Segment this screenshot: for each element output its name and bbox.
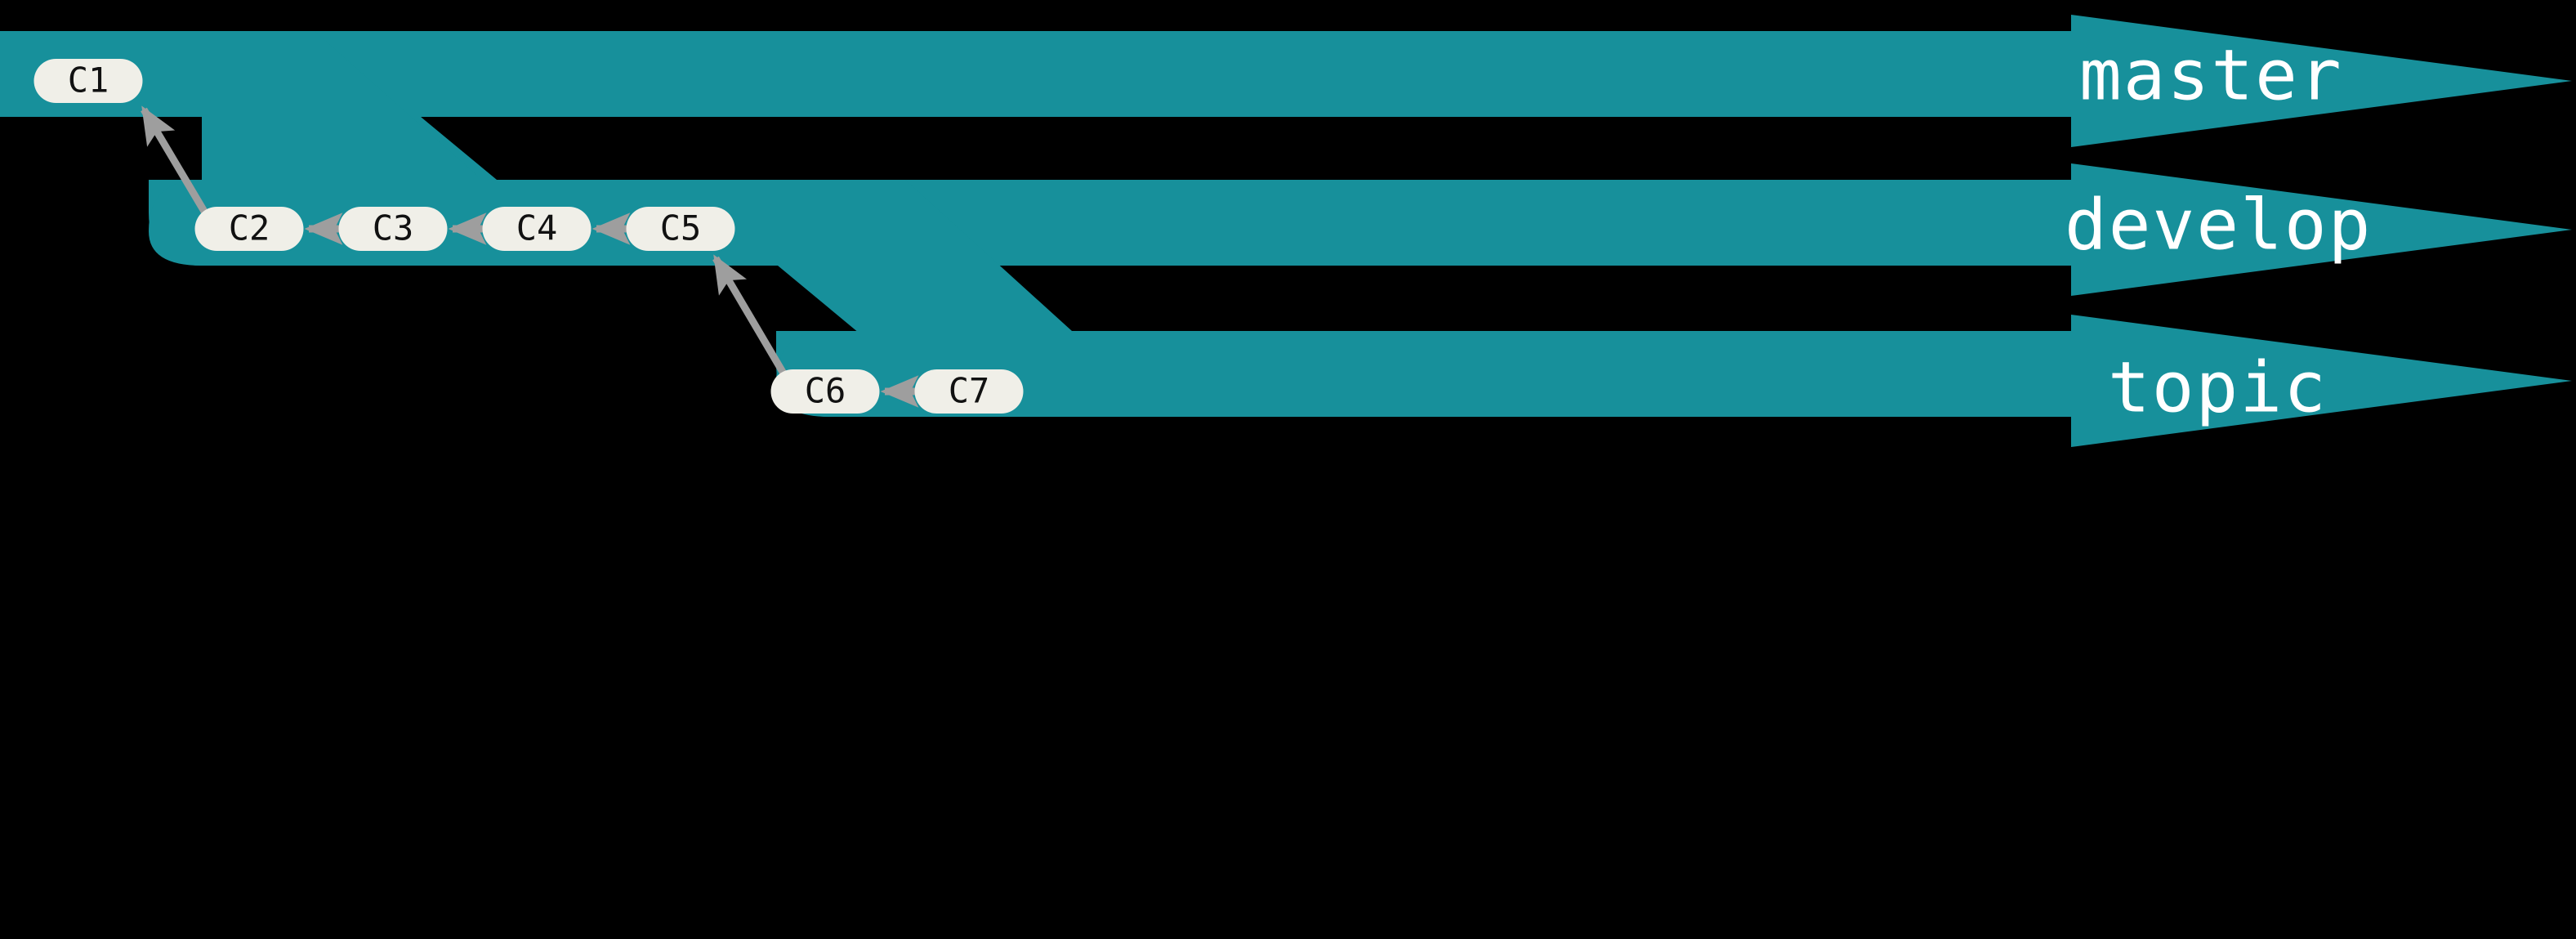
branch-arrow-master — [2071, 15, 2572, 147]
commit-label: C2 — [229, 208, 270, 248]
commit-node-c7[interactable]: C7 — [914, 369, 1024, 414]
branch-label-develop: develop — [2065, 184, 2372, 266]
edge-c6-to-c5 — [712, 254, 789, 380]
commit-node-c1[interactable]: C1 — [33, 59, 143, 103]
branch-label-topic: topic — [2108, 347, 2328, 428]
commit-node-shape[interactable] — [626, 207, 735, 251]
commit-node-c6[interactable]: C6 — [770, 369, 880, 414]
commit-node-shape[interactable] — [482, 207, 592, 251]
commit-label: C7 — [949, 371, 990, 411]
commit-node-shape[interactable] — [338, 207, 448, 251]
edge-c2-to-c1 — [141, 105, 209, 217]
commit-node-shape[interactable] — [914, 369, 1024, 414]
commit-node-shape[interactable] — [770, 369, 880, 414]
commit-node-shape[interactable] — [33, 59, 143, 103]
commit-label: C4 — [516, 208, 558, 248]
commit-nodes: C1 C2 C3 C4 C5 C6 — [33, 59, 1024, 414]
branch-arrow-develop — [2071, 163, 2572, 296]
commit-node-c3[interactable]: C3 — [338, 207, 448, 251]
branch-labels: master develop topic — [2065, 34, 2372, 428]
commit-label: C5 — [660, 208, 702, 248]
commit-edges — [141, 105, 919, 408]
ribbon-master — [0, 31, 2124, 266]
branch-arrow-topic — [2071, 315, 2572, 447]
commit-label: C1 — [68, 60, 109, 101]
commit-node-c2[interactable]: C2 — [194, 207, 304, 251]
ribbon-topic — [776, 331, 2124, 417]
branch-arrow-tips — [2071, 15, 2572, 447]
branch-label-master: master — [2079, 34, 2343, 116]
commit-label: C6 — [805, 371, 846, 411]
commit-node-shape[interactable] — [194, 207, 304, 251]
commit-node-c5[interactable]: C5 — [626, 207, 735, 251]
branch-ribbons — [0, 31, 2124, 417]
commit-node-c4[interactable]: C4 — [482, 207, 592, 251]
commit-label: C3 — [373, 208, 414, 248]
